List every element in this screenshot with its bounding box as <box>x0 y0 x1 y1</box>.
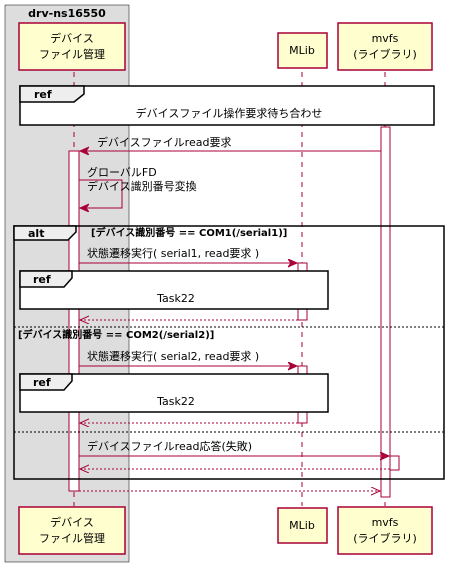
participant-mvfs-bottom <box>337 506 433 555</box>
ref-wait-tag: ref <box>34 88 52 101</box>
alt-frame <box>13 225 445 480</box>
participant-device-bottom-line1: デバイス <box>50 515 94 529</box>
ref-task-1-tab <box>19 270 73 288</box>
ref-wait-frame <box>19 85 435 126</box>
participant-device-bottom <box>18 506 126 555</box>
ref-wait-tab <box>19 85 85 103</box>
ref-task-2-tag: ref <box>33 376 51 389</box>
message-self-line1: グローバルFD <box>87 165 157 179</box>
participant-mvfs-top-line2: (ライブラリ) <box>353 47 417 61</box>
activation-mvfs <box>380 126 391 498</box>
participant-mvfs-top <box>337 22 433 71</box>
ref-task-1-tag: ref <box>33 273 51 286</box>
participant-mlib-top-label: MLib <box>289 44 315 57</box>
participant-mvfs-bottom-line2: (ライブラリ) <box>353 531 417 545</box>
message-self-line2: デバイス識別番号変換 <box>87 179 197 193</box>
message-read-request-label: デバイスファイルread要求 <box>97 135 231 149</box>
activation-device <box>68 150 80 492</box>
ref-task-1-text: Task22 <box>156 292 195 305</box>
participant-mvfs-top-line1: mvfs <box>372 32 399 45</box>
alt-guard-2: [デバイス識別番号 == COM2(/serial2)] <box>18 328 214 341</box>
alt-tab <box>13 225 77 241</box>
participant-device-top <box>18 22 126 71</box>
message-state-2-label: 状態遷移実行( serial2, read要求 ) <box>87 349 259 363</box>
participant-device-bottom-line2: ファイル管理 <box>39 531 105 545</box>
participant-mlib-bottom-label: MLib <box>289 519 315 532</box>
participant-device-top-line1: デバイス <box>50 31 94 45</box>
participant-mvfs-bottom-line1: mvfs <box>372 516 399 529</box>
participant-mlib-top <box>277 32 328 69</box>
message-state-1-label: 状態遷移実行( serial1, read要求 ) <box>87 246 259 260</box>
alt-tag: alt <box>28 227 44 240</box>
activation-mvfs-inner <box>389 455 400 471</box>
participant-device-top-line2: ファイル管理 <box>39 47 105 61</box>
ref-task-2-tab <box>19 373 73 391</box>
participant-box-title: drv-ns16550 <box>28 7 106 20</box>
message-read-response-label: デバイスファイルread応答(失敗) <box>87 439 252 453</box>
message-self <box>79 179 123 208</box>
ref-wait-text: デバイスファイル操作要求待ち合わせ <box>136 106 323 120</box>
ref-task-2-text: Task22 <box>156 395 195 408</box>
alt-guard-1: [デバイス識別番号 == COM1(/serial1)] <box>91 226 287 239</box>
participant-mlib-bottom <box>277 507 328 544</box>
